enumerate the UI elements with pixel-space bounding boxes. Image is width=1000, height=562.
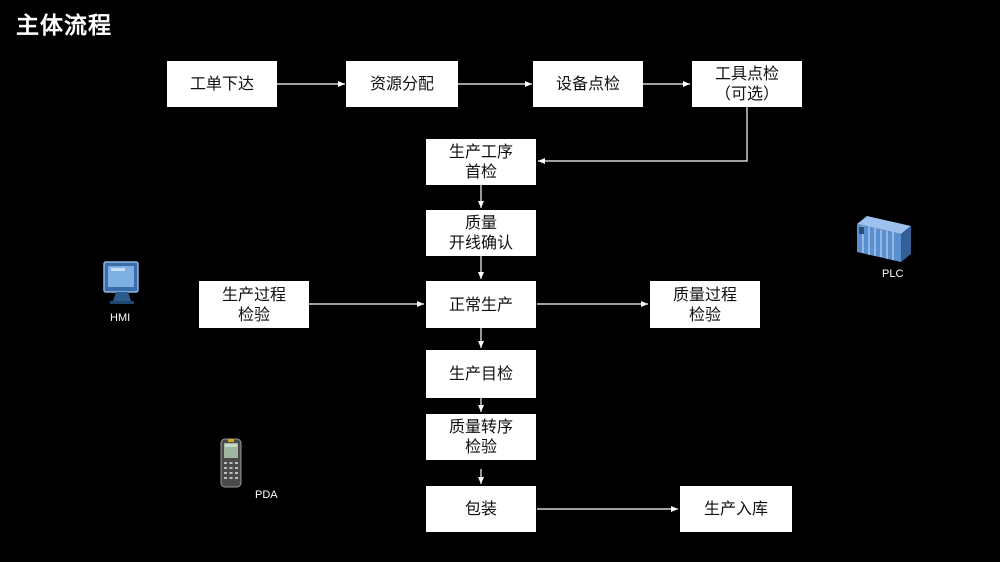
step-warehouse-in: 生产入库 [680,486,792,532]
hmi-label: HMI [110,312,131,324]
arrow-tool-to-first-inspect [538,107,748,164]
plc-label: PLC [882,268,904,280]
step-quality-process-inspection: 质量过程 检验 [650,281,760,328]
step-resource-allocation: 资源分配 [346,61,458,107]
pda-label: PDA [255,489,278,501]
plc-rack-icon [857,216,911,262]
step-transfer-inspection: 质量转序 检验 [426,414,536,460]
step-packaging: 包装 [426,486,536,532]
step-work-order: 工单下达 [167,61,277,107]
step-quality-line-confirm: 质量 开线确认 [426,210,536,256]
step-self-inspection: 生产目检 [426,350,536,398]
step-equipment-check: 设备点检 [533,61,643,107]
step-tool-check: 工具点检 （可选） [692,61,802,107]
monitor-icon [103,261,139,304]
page-title: 主体流程 [16,13,112,39]
step-normal-production: 正常生产 [426,281,536,328]
handheld-scanner-icon [220,438,242,488]
step-first-inspection: 生产工序 首检 [426,139,536,185]
step-process-inspection: 生产过程 检验 [199,281,309,328]
